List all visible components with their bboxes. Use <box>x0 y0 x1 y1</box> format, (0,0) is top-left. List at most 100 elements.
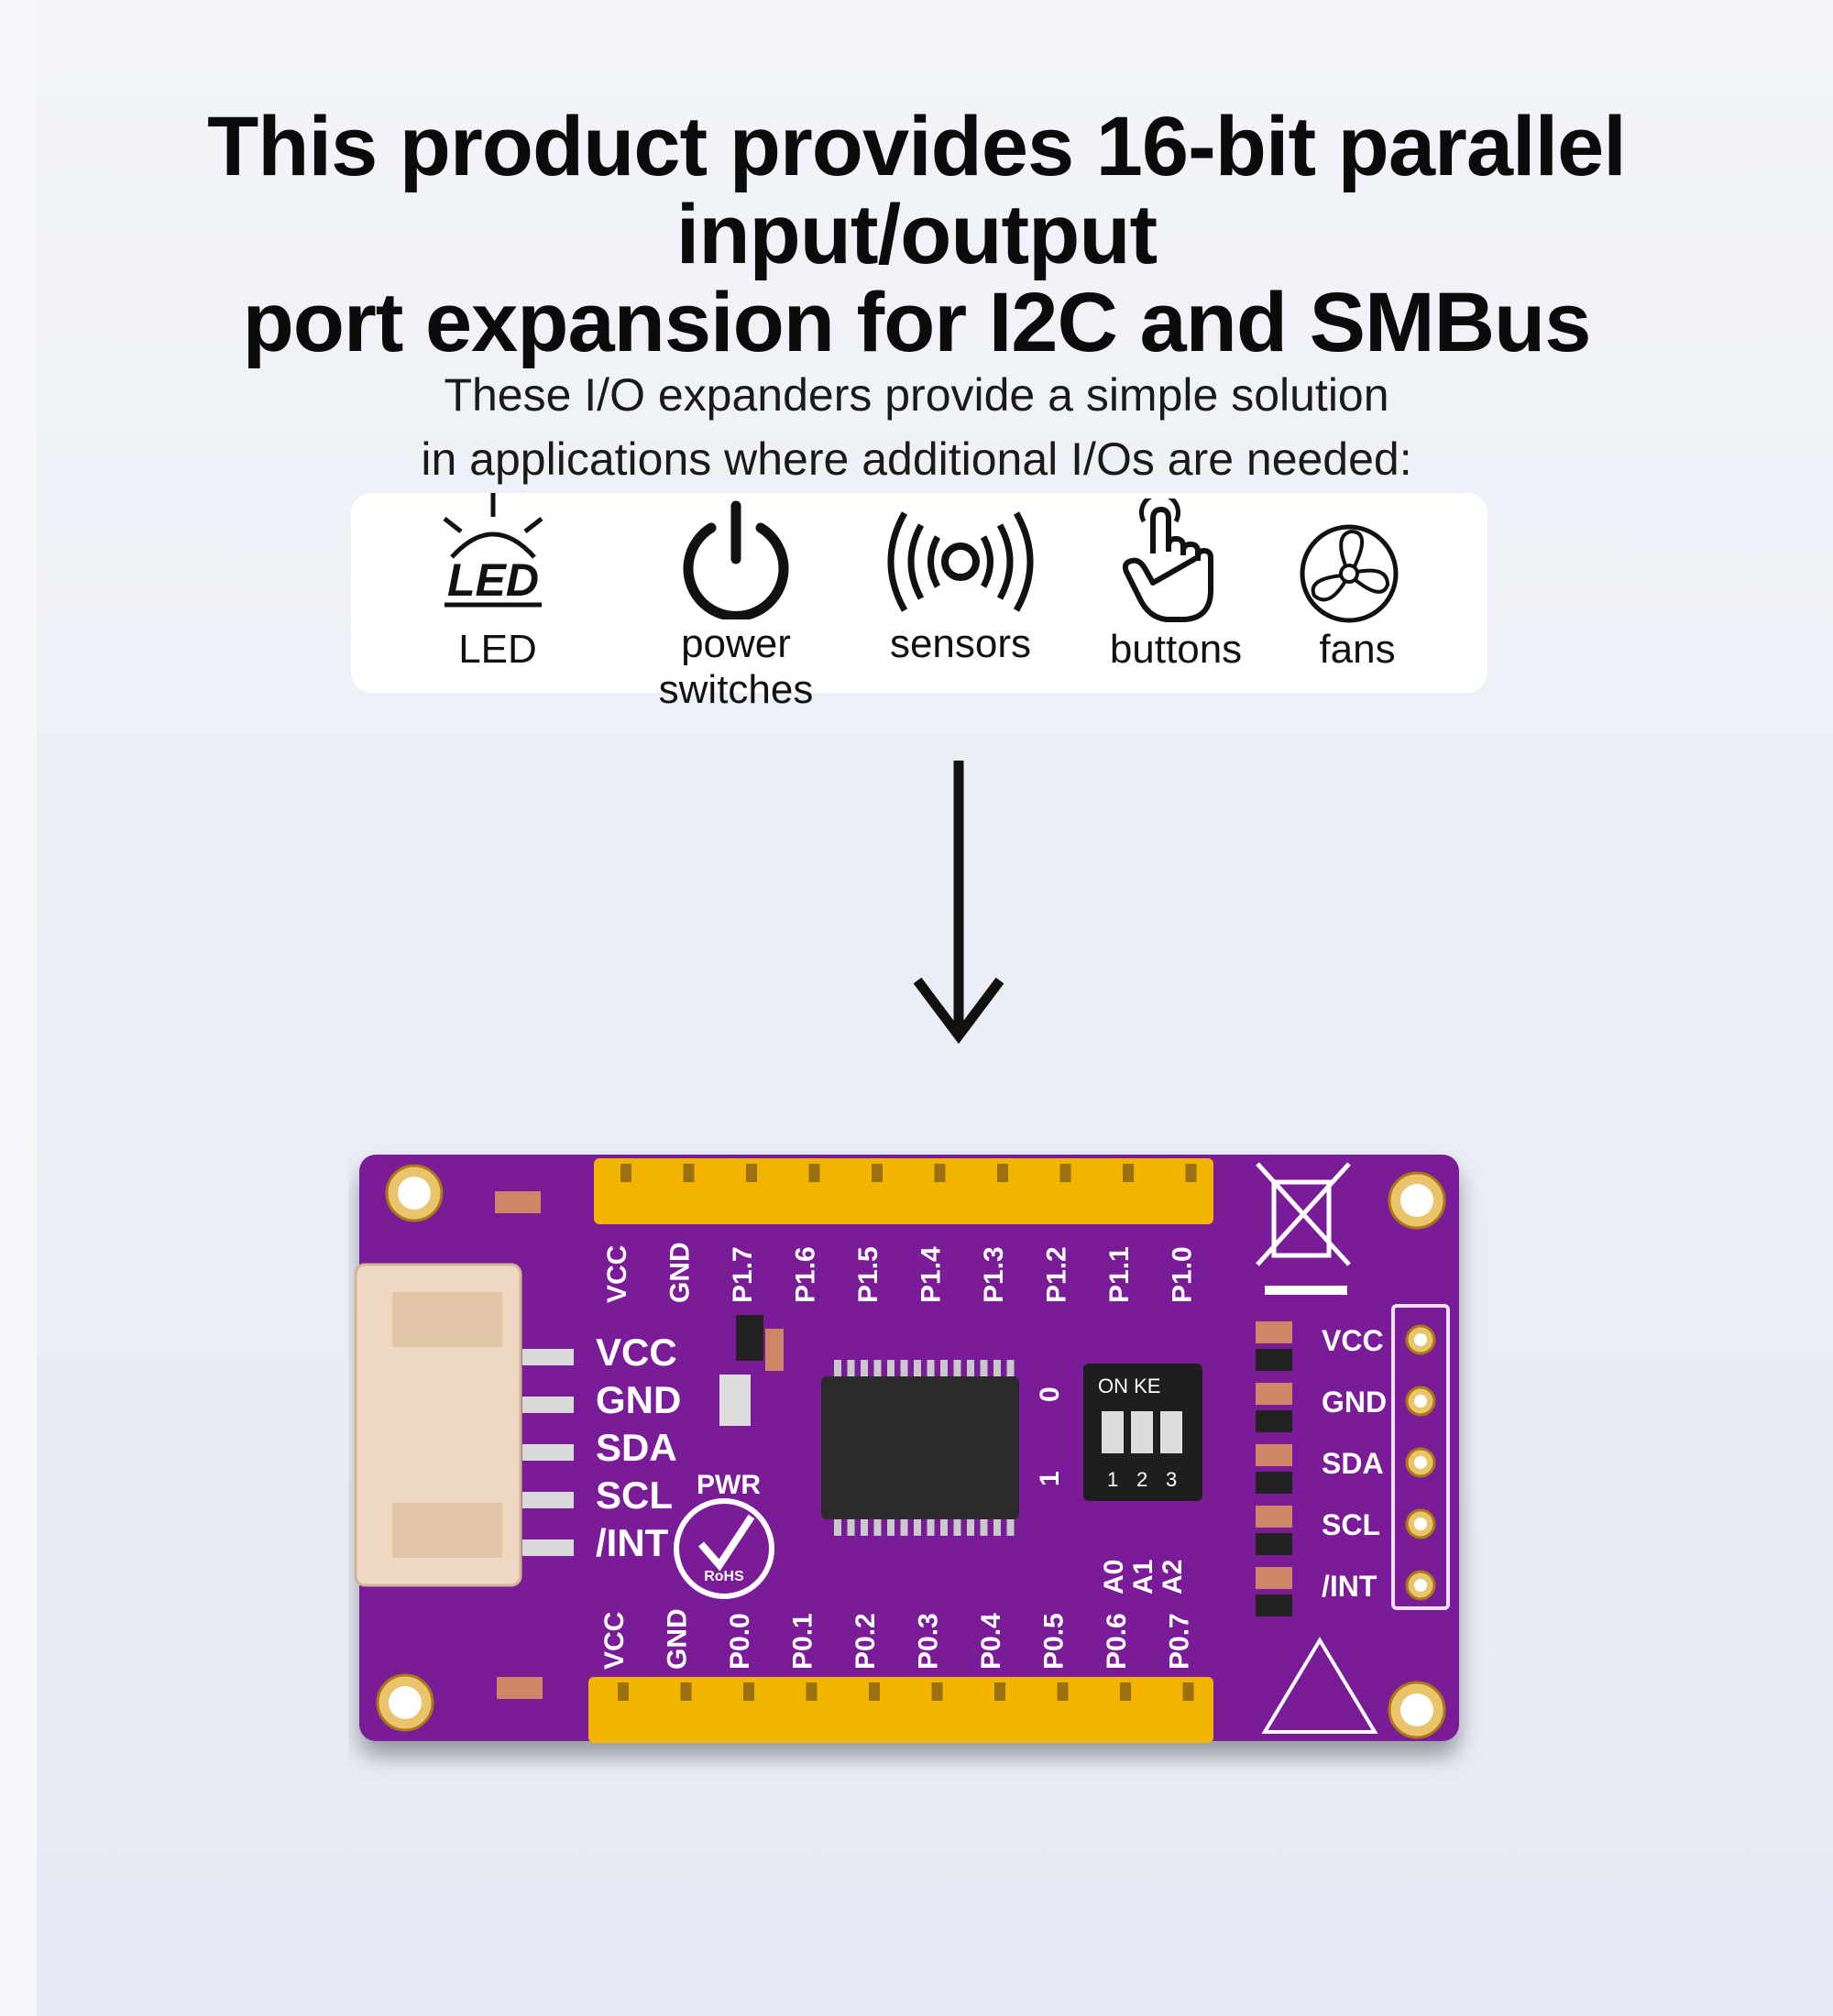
button-press-icon <box>1122 499 1213 622</box>
application-power-switches: power switches <box>659 493 823 712</box>
bottom-pin <box>1057 1682 1069 1701</box>
ic-pin <box>873 1360 882 1376</box>
top-pin <box>620 1164 631 1182</box>
top-pin-label: VCC <box>602 1245 632 1303</box>
applications-panel: LED LED power switches sensors buttons <box>351 493 1487 712</box>
bottom-pin-label: P0.1 <box>788 1613 818 1670</box>
connector-label: SCL <box>596 1474 673 1517</box>
top-pin <box>997 1164 1008 1182</box>
address-label: A2 <box>1158 1560 1188 1594</box>
power-icon <box>683 500 789 619</box>
top-pin <box>746 1164 757 1182</box>
application-led: LED LED <box>424 493 571 693</box>
led-icon: LED <box>443 493 543 608</box>
ic-pin <box>887 1519 895 1536</box>
resistor <box>1256 1594 1292 1616</box>
ic-pin <box>980 1360 988 1376</box>
ic-pin <box>967 1360 974 1376</box>
connector-label: /INT <box>596 1521 669 1564</box>
rohs-icon <box>674 1498 774 1599</box>
bottom-pin-label: P0.6 <box>1102 1613 1132 1670</box>
ic-pin <box>861 1519 868 1536</box>
ic-pin <box>847 1519 855 1536</box>
rohs-label: RoHS <box>704 1569 744 1584</box>
connector-label: SDA <box>596 1426 677 1469</box>
connector-label: GND <box>596 1378 681 1421</box>
header-label: GND <box>1322 1386 1387 1419</box>
connector-pin <box>522 1444 574 1461</box>
top-pin-label: P1.7 <box>728 1246 758 1303</box>
ic-pin <box>834 1360 841 1376</box>
left-margin-strip <box>0 0 37 2016</box>
bottom-pin-label: P0.2 <box>851 1613 881 1670</box>
header-label: VCC <box>1322 1324 1384 1357</box>
bottom-pin <box>806 1682 818 1701</box>
top-pin <box>808 1164 820 1182</box>
address-label: A0 <box>1099 1560 1129 1594</box>
top-pin <box>872 1164 883 1182</box>
ic-pin <box>993 1519 1001 1536</box>
ic-pin <box>914 1519 921 1536</box>
ic-pin <box>900 1519 908 1536</box>
down-arrow-icon <box>913 761 1004 1045</box>
header-label: SDA <box>1322 1447 1384 1480</box>
ic-pin <box>993 1360 1001 1376</box>
bottom-pin-label: GND <box>663 1608 693 1670</box>
ic-pin <box>1006 1519 1015 1536</box>
bottom-pin <box>743 1682 754 1701</box>
application-label-power-switches: power switches <box>658 621 814 712</box>
top-pin <box>1123 1164 1134 1182</box>
top-pin-label: P1.3 <box>979 1246 1009 1303</box>
bottom-pin <box>680 1682 692 1701</box>
ic-pin <box>900 1360 908 1376</box>
bottom-pin-label: P0.0 <box>725 1613 755 1670</box>
resistor <box>1256 1410 1292 1432</box>
fan-icon <box>1300 524 1399 623</box>
ic-pin <box>914 1360 921 1376</box>
switch-label: ON KE <box>1098 1375 1160 1397</box>
bottom-pin <box>1182 1682 1194 1701</box>
connector-pin <box>522 1349 574 1365</box>
ic-pin <box>940 1360 948 1376</box>
bottom-pin <box>618 1682 629 1701</box>
bottom-pin <box>869 1682 880 1701</box>
connector-pin <box>522 1397 574 1413</box>
led-icon-text: LED <box>447 554 539 606</box>
bottom-pin <box>1120 1682 1131 1701</box>
resistor <box>1256 1567 1292 1589</box>
application-label-fans: fans <box>1319 627 1396 672</box>
headline-line-1: This product provides 16-bit parallel in… <box>207 100 1627 281</box>
resistor <box>1256 1506 1292 1528</box>
ic-chip <box>821 1376 1019 1519</box>
top-pin-label: P1.2 <box>1042 1246 1072 1303</box>
bottom-pin-label: VCC <box>599 1612 630 1670</box>
headline: This product provides 16-bit parallel in… <box>0 103 1833 367</box>
switch-number: 3 <box>1166 1468 1177 1491</box>
ic-pin <box>967 1519 974 1536</box>
switch-number: 2 <box>1136 1468 1147 1491</box>
ic-pin <box>927 1360 935 1376</box>
ic-pin <box>873 1519 882 1536</box>
resistor <box>1256 1472 1292 1494</box>
top-pin-label: P1.1 <box>1104 1246 1135 1303</box>
ic-pin <box>1006 1360 1015 1376</box>
ic-pin <box>980 1519 988 1536</box>
application-label-sensors: sensors <box>889 621 1032 666</box>
application-sensors: sensors <box>883 493 1066 693</box>
ic-pin <box>847 1360 855 1376</box>
headline-line-2: port expansion for I2C and SMBus <box>242 276 1592 369</box>
ic-pin <box>953 1360 961 1376</box>
top-pin-label: P1.5 <box>853 1246 884 1303</box>
top-pin <box>683 1164 695 1182</box>
top-pin-label: P1.0 <box>1168 1246 1198 1303</box>
bottom-pin-label: P0.7 <box>1165 1613 1195 1670</box>
ic-pin <box>861 1360 868 1376</box>
header-label: /INT <box>1322 1570 1377 1603</box>
bottom-pin-label: P0.5 <box>1039 1613 1070 1670</box>
switch-number: 1 <box>1107 1468 1118 1491</box>
resistor <box>1256 1444 1292 1466</box>
top-pin <box>934 1164 946 1182</box>
ic-pin <box>887 1360 895 1376</box>
